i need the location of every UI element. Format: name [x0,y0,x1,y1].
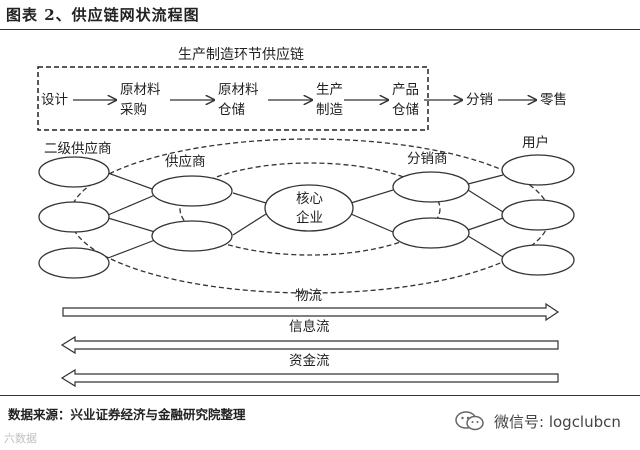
logistics-arrow [62,302,560,322]
production-box [37,66,429,131]
supplier-label: 供应商 [165,153,206,170]
link-t2b-sup1 [107,194,156,216]
network-links [107,172,504,259]
user-node-1 [501,154,575,186]
distributor-node-2 [392,217,470,249]
figure-title: 图表 2、供应链网状流程图 [6,6,200,24]
link-t2a-sup1 [107,172,156,191]
step-design: 设计 [41,92,68,108]
link-t2c-sup2 [107,239,156,259]
step-raw-purchase-line2: 采购 [120,102,147,118]
link-core-dist1 [350,189,394,204]
supplier-node-1 [151,175,233,207]
core-label-line2: 企业 [296,209,323,226]
link-dist2-user2 [467,217,504,231]
step-retail: 零售 [540,92,567,108]
link-dist1-user2 [467,189,504,213]
link-dist1-user1 [467,174,504,185]
tier2-supplier-label: 二级供应商 [44,140,112,157]
distributor-node-1 [392,171,470,203]
data-source: 数据来源：兴业证券经济与金融研究院整理 [8,407,246,422]
supply-chain-diagram: 生产制造环节供应链 设计 原材料 采购 原材料 仓储 生产 制造 产品 仓储 分… [37,46,575,388]
tier2-node-1 [38,156,110,188]
wechat-icon [455,411,484,431]
information-flow-arrow [60,335,559,355]
watermark-text: 微信号: logclubcn [494,412,621,431]
core-label-line1: 核心 [296,191,323,207]
production-box-title: 生产制造环节供应链 [178,46,304,63]
inner-network-ellipse [179,162,441,256]
wechat-watermark: 微信号: logclubcn [454,410,621,432]
user-node-3 [501,244,575,276]
user-label: 用户 [522,134,549,151]
link-dist2-user3 [467,235,504,258]
link-sup2-core [232,213,267,236]
tier2-node-2 [38,201,110,233]
distributor-label: 分销商 [407,151,448,167]
step-manufacture-line1: 生产 [316,82,343,98]
supplier-node-2 [151,220,233,252]
step-raw-storage-line2: 仓储 [218,102,245,118]
title-divider [0,29,640,30]
step-manufacture-line2: 制造 [316,102,343,118]
capital-flow-label: 资金流 [289,353,330,369]
step-product-storage-line1: 产品 [392,82,419,98]
link-core-dist2 [350,213,394,233]
link-sup1-core [232,192,267,204]
capital-flow-arrow [60,368,559,388]
user-node-2 [501,199,575,231]
step-raw-purchase-line1: 原材料 [120,82,161,98]
step-raw-storage-line1: 原材料 [218,82,259,98]
small-watermark: 六数据 [4,432,37,445]
tier2-node-3 [38,247,110,279]
logistics-label: 物流 [295,288,322,304]
core-enterprise-node [264,184,354,232]
link-t2b-sup2 [107,217,156,233]
footer-divider [0,395,640,396]
step-distribution: 分销 [466,92,493,108]
information-flow-label: 信息流 [289,318,330,335]
step-product-storage-line2: 仓储 [392,102,419,118]
